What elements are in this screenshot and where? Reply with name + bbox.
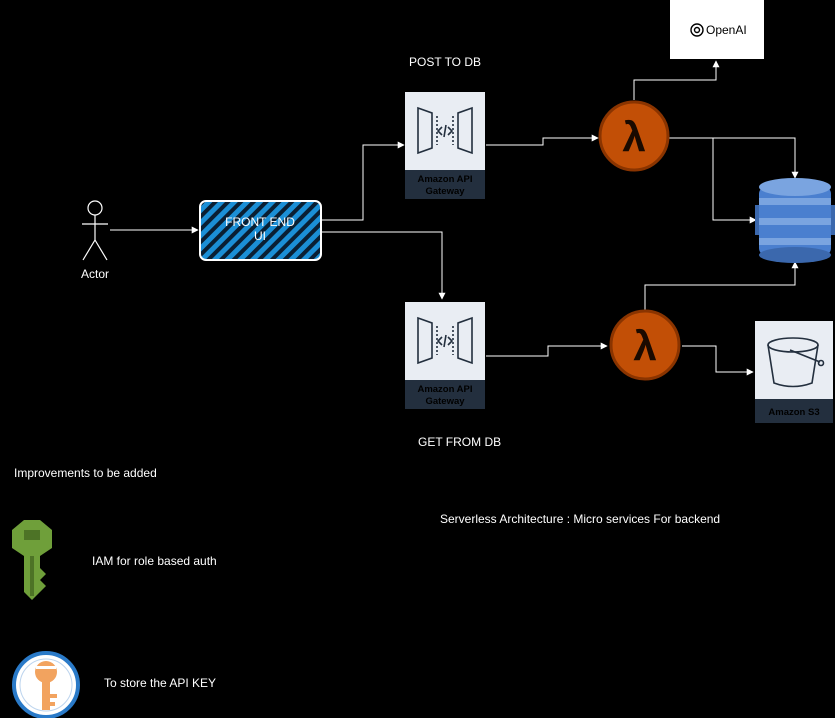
api-gateway-post-label-line2: Gateway: [425, 186, 465, 197]
edge-lambda-to-dynamodb-side: [712, 138, 757, 224]
edge-post-gateway-to-lambda: [486, 134, 599, 146]
dynamodb-icon: [755, 178, 835, 263]
api-gateway-icon: [417, 106, 473, 155]
openai-logo: [690, 23, 704, 37]
actor[interactable]: Actor: [81, 200, 109, 281]
lambda-get[interactable]: λ: [609, 309, 681, 381]
front-end-label-line2: UI: [254, 229, 266, 243]
api-gateway-get-label-line2: Gateway: [425, 396, 465, 407]
edge-lambda-to-openai: [633, 60, 720, 100]
front-end-label-line1: FRONT END: [225, 215, 295, 229]
api-gateway-post[interactable]: Amazon API Gateway: [405, 92, 485, 199]
improvements-title: Improvements to be added: [14, 466, 157, 480]
dynamodb[interactable]: [755, 178, 835, 263]
secrets-key-icon: [12, 651, 80, 718]
edge-get-gateway-to-lambda: [486, 342, 608, 357]
iam-caption: IAM for role based auth: [92, 554, 217, 568]
lambda-icon: [598, 100, 670, 172]
iam-key-icon: [12, 520, 52, 600]
edge-get-lambda-to-dynamodb: [644, 261, 799, 310]
actor-label: Actor: [81, 267, 109, 281]
post-to-db-label: POST TO DB: [409, 55, 482, 69]
s3-bucket-icon: [767, 337, 825, 388]
api-gateway-post-label-line1: Amazon API: [417, 174, 472, 185]
connectors: [110, 60, 799, 376]
api-key-caption: To store the API KEY: [104, 676, 217, 690]
lambda-icon: [609, 309, 681, 381]
openai-label: OpenAI: [706, 23, 747, 37]
edge-get-lambda-to-s3: [682, 345, 754, 376]
openai-box[interactable]: OpenAI: [670, 0, 764, 59]
api-gateway-icon: [417, 316, 473, 365]
s3-label: Amazon S3: [768, 407, 819, 418]
person-icon: [82, 200, 108, 261]
architecture-caption: Serverless Architecture : Micro services…: [440, 512, 721, 526]
edge-frontend-to-post-gateway: [322, 141, 405, 221]
get-from-db-label: GET FROM DB: [418, 435, 502, 449]
s3-bucket[interactable]: Amazon S3: [755, 321, 833, 423]
lambda-post-symbol: λ: [622, 113, 645, 160]
lambda-get-symbol: λ: [633, 322, 656, 369]
edge-frontend-to-get-gateway: [322, 231, 446, 300]
front-end-ui[interactable]: FRONT END UI: [199, 200, 322, 261]
api-gateway-get[interactable]: Amazon API Gateway: [405, 302, 485, 409]
api-gateway-get-label-line1: Amazon API: [417, 384, 472, 395]
lambda-post[interactable]: λ: [598, 100, 670, 172]
edge-lambda-to-dynamodb-top: [669, 137, 799, 179]
